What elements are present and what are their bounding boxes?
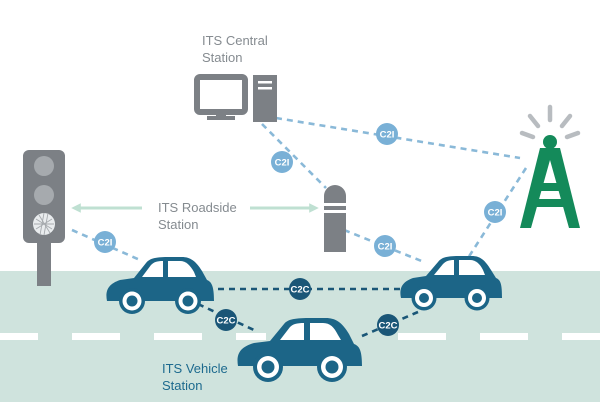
c2c-badge: C2C: [377, 314, 399, 336]
c2i-badge: C2I: [94, 231, 116, 253]
traffic-light-icon: [23, 150, 65, 286]
vehicle-station-label: ITS Vehicle Station: [162, 361, 228, 393]
antenna-tower-icon: [519, 104, 581, 228]
central-station-label: ITS Central Station: [202, 33, 268, 65]
svg-text:C2I: C2I: [378, 242, 393, 253]
car-left: [106, 257, 214, 314]
link-central-roadside: [261, 123, 327, 189]
c2c-badge: C2C: [289, 278, 311, 300]
link-central-antenna: [275, 116, 521, 160]
car-icon: [106, 256, 502, 382]
c2i-links: [71, 116, 528, 264]
link-antenna-car-right: [466, 167, 528, 259]
svg-text:C2C: C2C: [216, 316, 235, 327]
roadside-station-label: ITS Roadside Station: [158, 200, 237, 232]
roadside-unit-icon: [324, 185, 346, 252]
car-right: [400, 256, 502, 311]
svg-text:C2I: C2I: [488, 208, 503, 219]
c2i-badge: C2I: [374, 235, 396, 257]
svg-text:C2I: C2I: [380, 130, 395, 141]
link-roadside-car-right: [343, 228, 425, 264]
lane-markings: [0, 333, 600, 340]
c2i-badge: C2I: [271, 151, 293, 173]
svg-text:C2C: C2C: [290, 285, 309, 296]
svg-text:C2I: C2I: [275, 158, 290, 169]
svg-text:C2C: C2C: [378, 321, 397, 332]
c2i-badge: C2I: [376, 123, 398, 145]
desktop-computer-icon: [194, 74, 277, 122]
c2c-badge: C2C: [215, 309, 237, 331]
car-bottom: [237, 318, 362, 382]
svg-text:C2I: C2I: [98, 238, 113, 249]
c2i-badge: C2I: [484, 201, 506, 223]
